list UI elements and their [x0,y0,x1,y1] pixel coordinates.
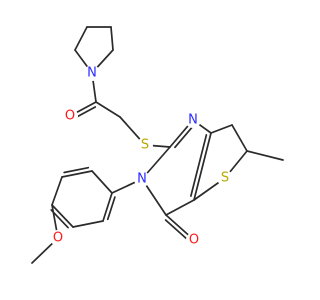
bond-pyrrolidine [110,26,114,51]
atom-label-n: N [188,113,198,128]
bonds [31,26,284,264]
atom-thioether-s: S [137,137,153,153]
bond-c4-c4a [165,199,195,216]
bond-c4a-c7a [193,132,212,201]
bond-aryl [91,170,113,194]
atom-label-s: S [221,171,229,186]
bond-aryl [61,170,93,178]
bond-ch2 [95,101,121,118]
atom-ring-n-bottom: N [134,171,150,187]
atom-label-o: O [189,233,199,248]
atom-label-o: O [53,231,63,246]
bond-aryl [51,176,63,206]
atom-ring-n-top: N [185,112,201,128]
bond-c2-n1 [174,124,195,149]
bond-methyl [246,150,284,161]
atom-ring-carbonyl-o: O [186,232,202,248]
atom-label-o: O [65,109,75,124]
molecule-structure: N O S N N S O [31,26,284,264]
bond-c4a-c7a [190,134,208,197]
atom-thiophene-s: S [217,170,233,186]
bond-pyrrolidine [74,26,88,51]
bond-aryl [102,192,113,222]
atom-label-n: N [137,172,147,187]
bond-ring-carbonyl [164,219,190,242]
atom-carbonyl-o: O [62,108,78,124]
bond-aryl [106,196,116,221]
bond-aryl [51,204,74,228]
bond-aryl [72,220,104,228]
bond-ring [231,124,248,152]
bond-aryl [63,166,90,174]
bond-ch2-ring [210,124,233,134]
atom-labels: N O S N N S O [50,65,233,248]
atom-pyrrolidine-n: N [84,65,100,81]
atom-methoxy-o: O [50,230,66,246]
atom-label-n: N [87,66,97,81]
atom-label-s: S [141,138,149,153]
